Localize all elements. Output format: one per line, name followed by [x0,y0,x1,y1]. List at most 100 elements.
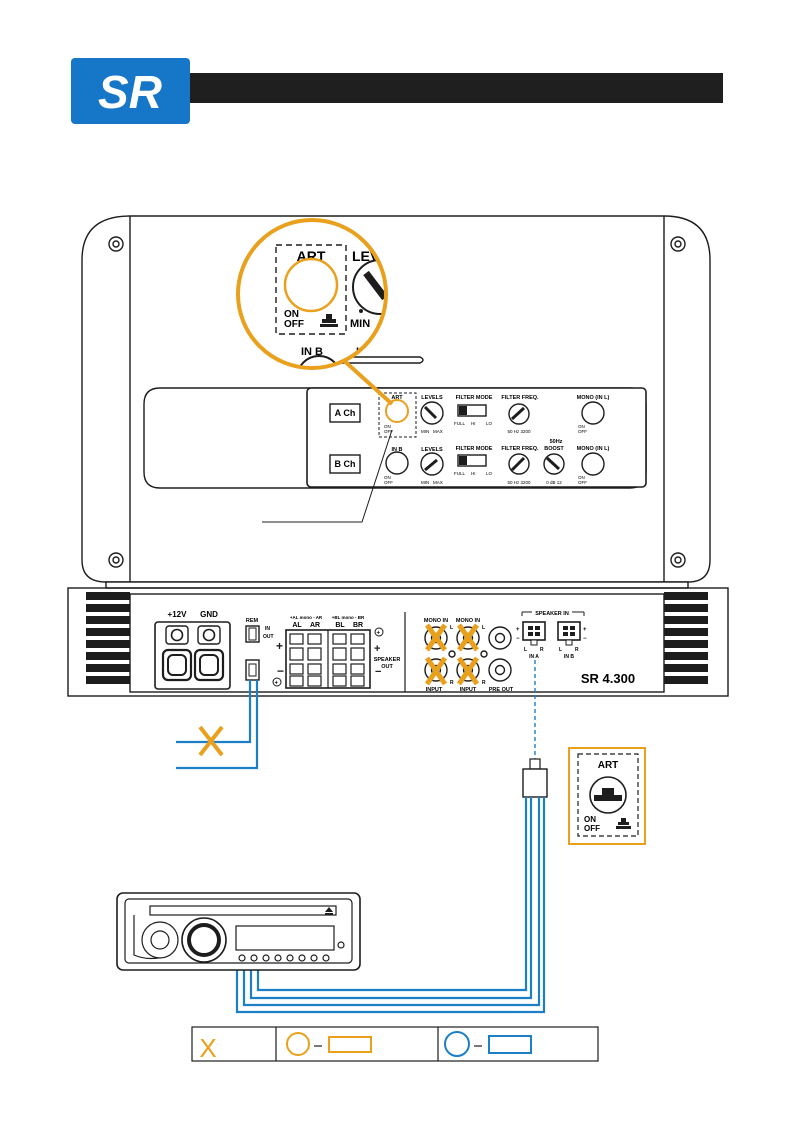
filter-mode-switch-a[interactable] [457,404,487,417]
mono-button-b[interactable] [581,452,605,476]
svg-text:R: R [482,680,486,686]
legend-orange-circle [286,1032,310,1056]
legend-blue-rect [488,1035,532,1054]
head-unit [116,892,361,971]
svg-text:MIN: MIN [421,429,429,434]
press-icon [616,818,631,829]
svg-text:HI: HI [471,471,476,476]
svg-text:BR: BR [353,622,363,629]
press-icon [320,314,338,327]
svg-text:INPUT: INPUT [426,687,443,693]
svg-text:+: + [275,681,279,687]
svg-text:OUT: OUT [381,664,393,670]
art-button-zoomed [283,257,339,313]
bass-boost-knob[interactable] [543,453,565,475]
svg-text:ON: ON [578,475,585,480]
svg-text:SPEAKER: SPEAKER [374,657,401,663]
svg-text:MAX: MAX [433,429,443,434]
a-channel-label: A Ch [335,408,356,418]
svg-text:BL: BL [335,622,345,629]
model-label: SR 4.300 [581,671,635,686]
svg-text:SPEAKER IN: SPEAKER IN [535,611,569,617]
svg-text:LEVELS: LEVELS [421,447,443,453]
zoom-callout: ART ON OFF LEV MIN M IN B LE [236,218,388,370]
page-header: SR [71,58,723,124]
screw-icon [108,236,686,568]
b-channel-label: B Ch [335,459,356,469]
a-channel-label-box [329,403,361,423]
svg-text:ART: ART [598,760,619,771]
svg-text:HI: HI [471,421,476,426]
svg-text:LO: LO [486,471,493,476]
svg-text:IN A: IN A [529,654,539,660]
b-channel-label-box [329,454,361,474]
speaker-in-plug [522,758,548,798]
speaker-out-terminals [285,629,371,689]
svg-text:50Hz: 50Hz [550,439,563,445]
art-button-a[interactable] [385,399,409,423]
svg-text:MONO (IN L): MONO (IN L) [577,446,610,452]
svg-text:+: + [377,631,381,637]
svg-text:R: R [575,647,579,653]
svg-text:MAX: MAX [433,480,443,485]
speaker-in-connector-b [557,621,581,646]
svg-text:OUT: OUT [263,634,274,640]
legend: X [191,1026,599,1063]
legend-blue-circle [444,1031,470,1057]
svg-text:R: R [540,647,544,653]
mono-button-a[interactable] [581,401,605,425]
speaker-in-connector-a [522,621,546,646]
legend-orange-rect [328,1036,372,1053]
svg-text:L: L [524,647,527,653]
sr-logo-text: SR [98,66,162,118]
svg-text:+12V: +12V [168,610,188,619]
svg-text:+: + [276,639,283,653]
svg-text:MONO IN: MONO IN [424,618,448,624]
sr-logo [71,58,190,124]
legend-x-mark: X [199,1033,216,1063]
svg-text:+AL mono - AR: +AL mono - AR [290,615,323,620]
svg-text:ON: ON [578,424,585,429]
header-bar [186,73,723,103]
rem-not-used-x [198,725,224,757]
svg-text:−: − [583,636,587,642]
svg-text:OFF: OFF [384,480,393,485]
svg-text:−: − [277,664,284,678]
svg-text:MONO IN: MONO IN [456,618,480,624]
filter-freq-knob-b[interactable] [508,453,530,475]
rem-terminal [245,625,260,681]
svg-text:BOOST: BOOST [544,446,564,452]
amplifier-terminal-side: +12V GND REM IN OUT +AL mono - AR +BL mo… [67,587,729,697]
svg-text:+: + [374,643,380,655]
power-terminal-plus [161,625,193,682]
svg-text:FILTER FREQ.: FILTER FREQ. [501,395,539,401]
in-b-button[interactable] [385,451,409,475]
rem-wires [176,680,259,770]
svg-text:MONO (IN L): MONO (IN L) [577,395,610,401]
svg-text:ON: ON [584,815,596,824]
levels-knob-a[interactable] [420,401,444,425]
svg-text:50 Hz 3200: 50 Hz 3200 [507,480,531,485]
svg-text:FULL: FULL [454,421,466,426]
svg-text:ART: ART [391,395,403,401]
svg-text:IN B: IN B [564,654,574,660]
svg-text:LEVELS: LEVELS [421,395,443,401]
speaker-in-cable [235,797,546,1014]
svg-text:PRE OUT: PRE OUT [489,687,514,693]
levels-knob-b[interactable] [420,452,444,476]
svg-text:INPUT: INPUT [460,687,477,693]
svg-text:−: − [516,636,520,642]
svg-text:OFF: OFF [584,824,600,833]
svg-text:MIN: MIN [350,318,370,330]
filter-freq-knob-a[interactable] [508,403,530,425]
svg-text:L: L [482,625,485,631]
svg-text:+: + [583,627,587,633]
svg-text:ON: ON [284,309,299,320]
svg-text:OFF: OFF [384,429,393,434]
art-detail-box: ART ON OFF [568,747,646,845]
svg-text:LO: LO [486,421,493,426]
svg-text:50 Hz 3200: 50 Hz 3200 [507,429,531,434]
power-terminal-gnd [193,625,225,682]
filter-mode-switch-b[interactable] [457,454,487,467]
